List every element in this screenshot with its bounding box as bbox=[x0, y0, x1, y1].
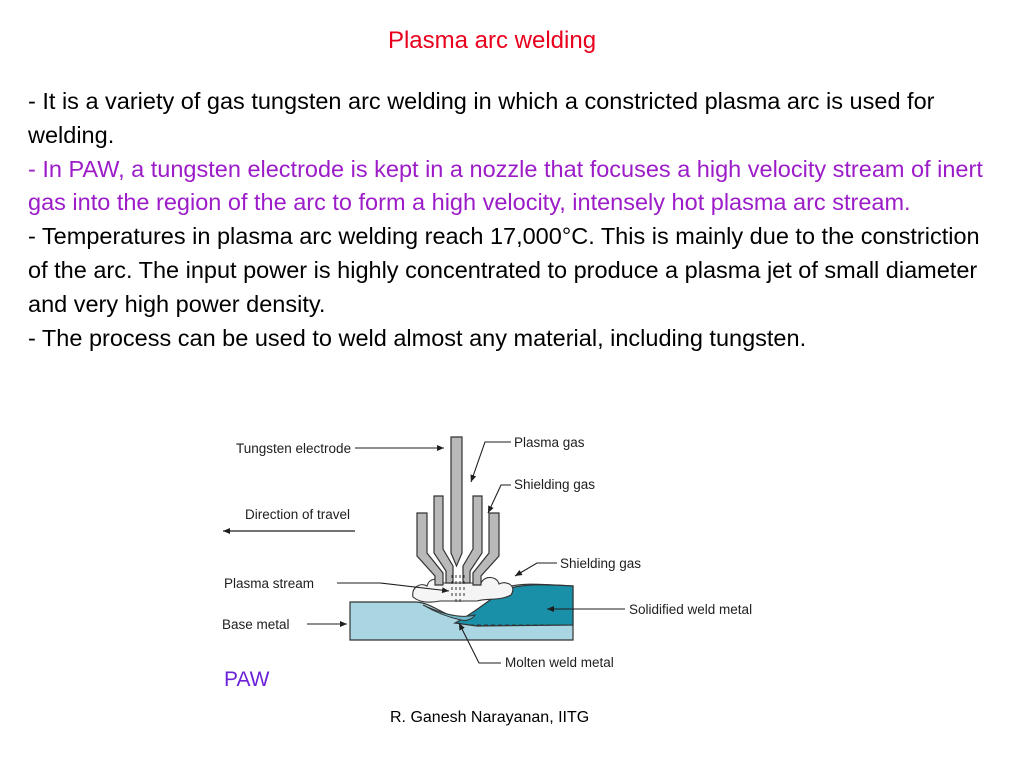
inner-nozzle-right bbox=[462, 495, 483, 584]
molten-weld-pool bbox=[422, 604, 477, 621]
label-solidified-weld-metal: Solidified weld metal bbox=[629, 602, 752, 617]
label-plasma-gas: Plasma gas bbox=[514, 435, 585, 450]
slide-title: Plasma arc welding bbox=[387, 27, 597, 54]
leader-lines bbox=[307, 441, 625, 664]
bullet-item: - It is a variety of gas tungsten arc we… bbox=[28, 88, 935, 148]
inner-nozzle-left bbox=[433, 495, 454, 584]
bullet-item: - The process can be used to weld almost… bbox=[28, 324, 807, 351]
bullet-item: - Temperatures in plasma arc welding rea… bbox=[28, 223, 980, 317]
paw-diagram: Tungsten electrode Plasma gas Shielding … bbox=[222, 435, 752, 670]
bullet-list: - It is a variety of gas tungsten arc we… bbox=[28, 85, 1003, 355]
bullet-item-highlighted: - In PAW, a tungsten electrode is kept i… bbox=[28, 155, 983, 216]
label-shielding-gas-right: Shielding gas bbox=[560, 556, 641, 571]
outer-nozzle-right bbox=[472, 512, 500, 586]
label-direction-of-travel: Direction of travel bbox=[245, 507, 350, 522]
plasma-stream bbox=[451, 575, 465, 603]
outer-nozzle-left bbox=[416, 512, 444, 586]
tungsten-electrode bbox=[450, 436, 463, 568]
label-molten-weld-metal: Molten weld metal bbox=[505, 655, 614, 670]
figure-caption: PAW bbox=[224, 668, 270, 691]
label-base-metal: Base metal bbox=[222, 617, 290, 632]
author-credit: R. Ganesh Narayanan, IITG bbox=[390, 709, 590, 726]
label-tungsten-electrode: Tungsten electrode bbox=[236, 441, 351, 456]
label-shielding-gas-top: Shielding gas bbox=[514, 477, 595, 492]
label-plasma-stream: Plasma stream bbox=[224, 576, 314, 591]
